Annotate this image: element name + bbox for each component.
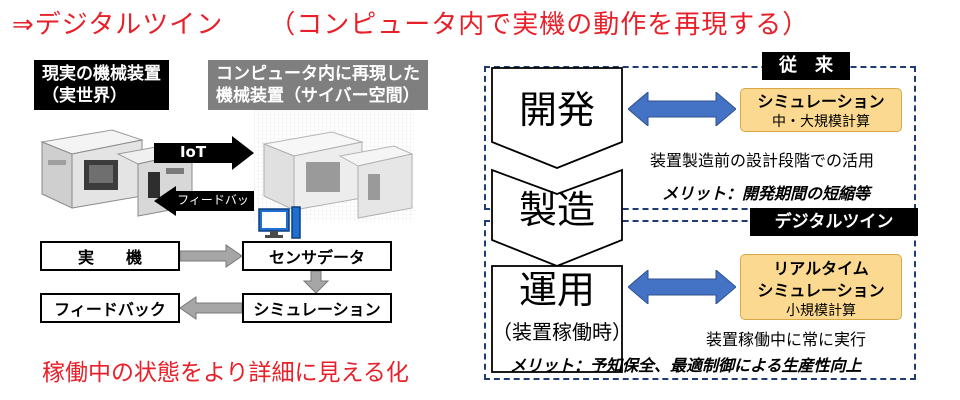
stage-operation: 運用 （装置稼働時） — [492, 268, 632, 345]
flow-arrow-left-icon — [180, 296, 242, 320]
iot-arrow-icon — [154, 136, 254, 170]
note-conventional: 装置製造前の設計段階での活用 — [650, 151, 875, 170]
note-twin: 装置稼働中に常に実行 — [706, 330, 867, 349]
flow-arrow-right-icon — [180, 244, 242, 268]
simulation-box: シミュレーション — [242, 293, 392, 323]
simulation-twin-main-line1: リアルタイム — [773, 259, 869, 278]
flow-arrow-down-icon — [303, 271, 329, 293]
conventional-tag: 従 来 — [762, 52, 850, 80]
merit-conventional: メリット：開発期間の短縮等 — [662, 184, 871, 203]
cyber-machine-illustration — [254, 110, 414, 222]
stage-development: 開発 — [492, 90, 622, 130]
simulation-twin-sub: 小規模計算 — [786, 303, 856, 319]
simulation-twin-box: リアルタイム シミュレーション 小規模計算 — [740, 254, 902, 320]
real-machine-label: 現実の機械装置 （実世界） — [34, 60, 169, 110]
computer-icon — [258, 206, 301, 239]
cyber-machine-label-line2: 機械装置（サイバー空間） — [216, 86, 420, 106]
title-main: ⇒デジタルツイン — [12, 10, 224, 40]
feedback-arrow-icon — [154, 186, 254, 216]
real-machine-box: 実 機 — [40, 241, 180, 271]
process-flow-chevrons — [491, 67, 623, 373]
double-arrow-conventional-icon — [628, 92, 736, 126]
double-arrow-twin-icon — [628, 270, 736, 304]
digital-twin-frame — [484, 220, 916, 380]
stage-operation-label: 運用 — [518, 268, 595, 312]
stage-development-label: 開発 — [518, 88, 595, 132]
simulation-twin-main-line2: シミュレーション — [757, 281, 885, 300]
simulation-conventional-box: シミュレーション 中・大規模計算 — [740, 88, 902, 132]
bottom-caption: 稼働中の状態をより詳細に見える化 — [42, 360, 409, 386]
digital-twin-tag: デジタルツイン — [750, 208, 918, 236]
page-title: ⇒デジタルツイン （コンピュータ内で実機の動作を再現する） — [12, 4, 809, 41]
real-machine-label-line2: （実世界） — [42, 86, 127, 106]
conventional-frame — [484, 66, 916, 210]
feedback-box: フィードバック — [40, 293, 180, 323]
simulation-conventional-sub: 中・大規模計算 — [772, 114, 870, 130]
sensor-data-box: センサデータ — [242, 241, 392, 271]
stage-manufacturing: 製造 — [492, 190, 622, 230]
title-sub: （コンピュータ内で実機の動作を再現する） — [269, 10, 810, 40]
cyber-machine-label-line1: コンピュータ内に再現した — [216, 64, 420, 84]
merit-twin: メリット：予知保全、最適制御による生産性向上 — [510, 356, 862, 375]
cyber-machine-label: コンピュータ内に再現した 機械装置（サイバー空間） — [208, 60, 428, 110]
feedback-arrow-label: フィードバック — [177, 193, 249, 231]
iot-label: IoT — [179, 143, 207, 161]
simulation-conventional-main: シミュレーション — [757, 92, 885, 111]
stage-manufacturing-label: 製造 — [518, 188, 595, 232]
stage-operation-sub: （装置稼働時） — [492, 320, 632, 344]
real-machine-label-line1: 現実の機械装置 — [42, 64, 161, 84]
